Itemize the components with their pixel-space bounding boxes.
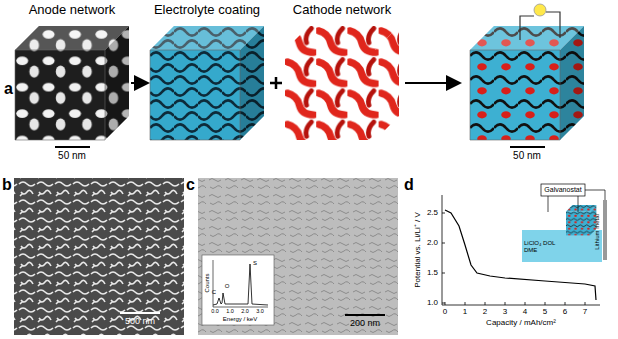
tick-label: 4 (523, 307, 527, 316)
axis-title: Energy / keV (223, 316, 257, 323)
panel-title: Anode network (29, 3, 116, 18)
tick-label: 7 (583, 307, 587, 316)
tick-label: 1 (463, 307, 467, 316)
tick-label: 2.0 (427, 238, 438, 247)
panel-title: Cathode network (293, 3, 391, 18)
tick-label: 0.0 (211, 308, 219, 314)
panel-letter: c (186, 176, 195, 194)
peak-label: O (225, 283, 230, 290)
eds-inset (202, 255, 274, 325)
scale-bar (510, 146, 545, 148)
bulb-circuit (520, 4, 560, 40)
plus-sign (270, 77, 282, 89)
panel-letter: a (4, 80, 13, 98)
cathode-cube (285, 26, 399, 140)
sem-image (14, 178, 184, 335)
electrode-label: Lithium metal (594, 214, 601, 250)
axis-title: Potential vs. Li/Li⁺ / V (413, 212, 422, 287)
step-arrow (405, 82, 458, 84)
peak-label: C (212, 289, 216, 296)
anode-cube (15, 26, 129, 140)
step-arrow (131, 82, 146, 84)
tick-label: 3 (503, 307, 507, 316)
panel-letter: d (404, 176, 414, 194)
axis-title: Capacity / mAh/cm² (486, 318, 556, 327)
tick-label: 1.0 (226, 308, 234, 314)
tick-label: 2 (483, 307, 487, 316)
scale-label: 500 nm (125, 316, 155, 326)
electrolyte-cube (150, 26, 264, 140)
tick-label: 2.0 (241, 308, 249, 314)
tick-label: 5 (543, 307, 547, 316)
tick-label: 2.5 (427, 208, 438, 217)
scale-bar (120, 312, 160, 314)
battery-cube (470, 26, 584, 140)
cell-inset (522, 184, 607, 262)
tick-label: 1.0 (427, 298, 438, 307)
electrolyte-label: LiClO₄ DOL DME (524, 240, 566, 254)
tick-label: 0 (443, 307, 447, 316)
scale-label: 200 nm (350, 318, 380, 328)
tick-label: 1.5 (427, 268, 438, 277)
scale-label: 50 nm (513, 150, 541, 162)
scale-bar (55, 146, 90, 148)
peak-label: S (253, 260, 257, 267)
sem-image (198, 178, 398, 335)
instrument-label: Galvanostat (544, 186, 581, 194)
panel-title: Electrolyte coating (154, 3, 260, 18)
scale-label: 50 nm (58, 150, 86, 162)
tick-label: 6 (563, 307, 567, 316)
panel-letter: b (2, 176, 12, 194)
scale-bar (345, 314, 385, 316)
axis-title: Counts (204, 273, 211, 292)
eds-spectrum (213, 260, 268, 307)
tick-label: 3.0 (256, 308, 264, 314)
